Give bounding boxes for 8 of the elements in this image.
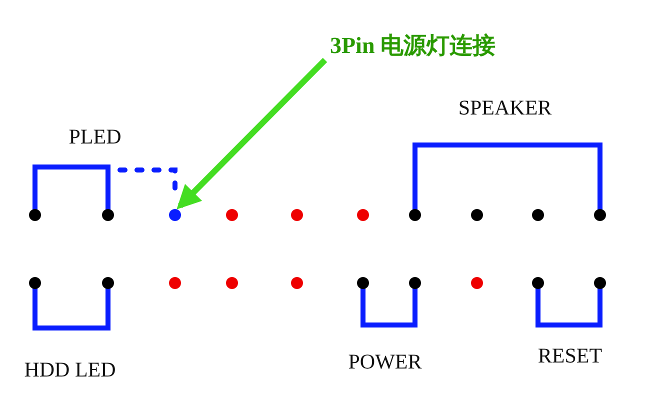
pin: [169, 209, 181, 221]
leader-arrow: [176, 58, 328, 210]
connector-label: SPEAKER: [458, 96, 552, 120]
connector-label: PLED: [68, 124, 122, 150]
annotation-text: 3Pin 电源灯连接: [330, 30, 496, 61]
connector-label: POWER: [348, 350, 422, 374]
connector-label: HDD LED: [24, 358, 116, 382]
connector-label: RESET: [538, 344, 602, 368]
